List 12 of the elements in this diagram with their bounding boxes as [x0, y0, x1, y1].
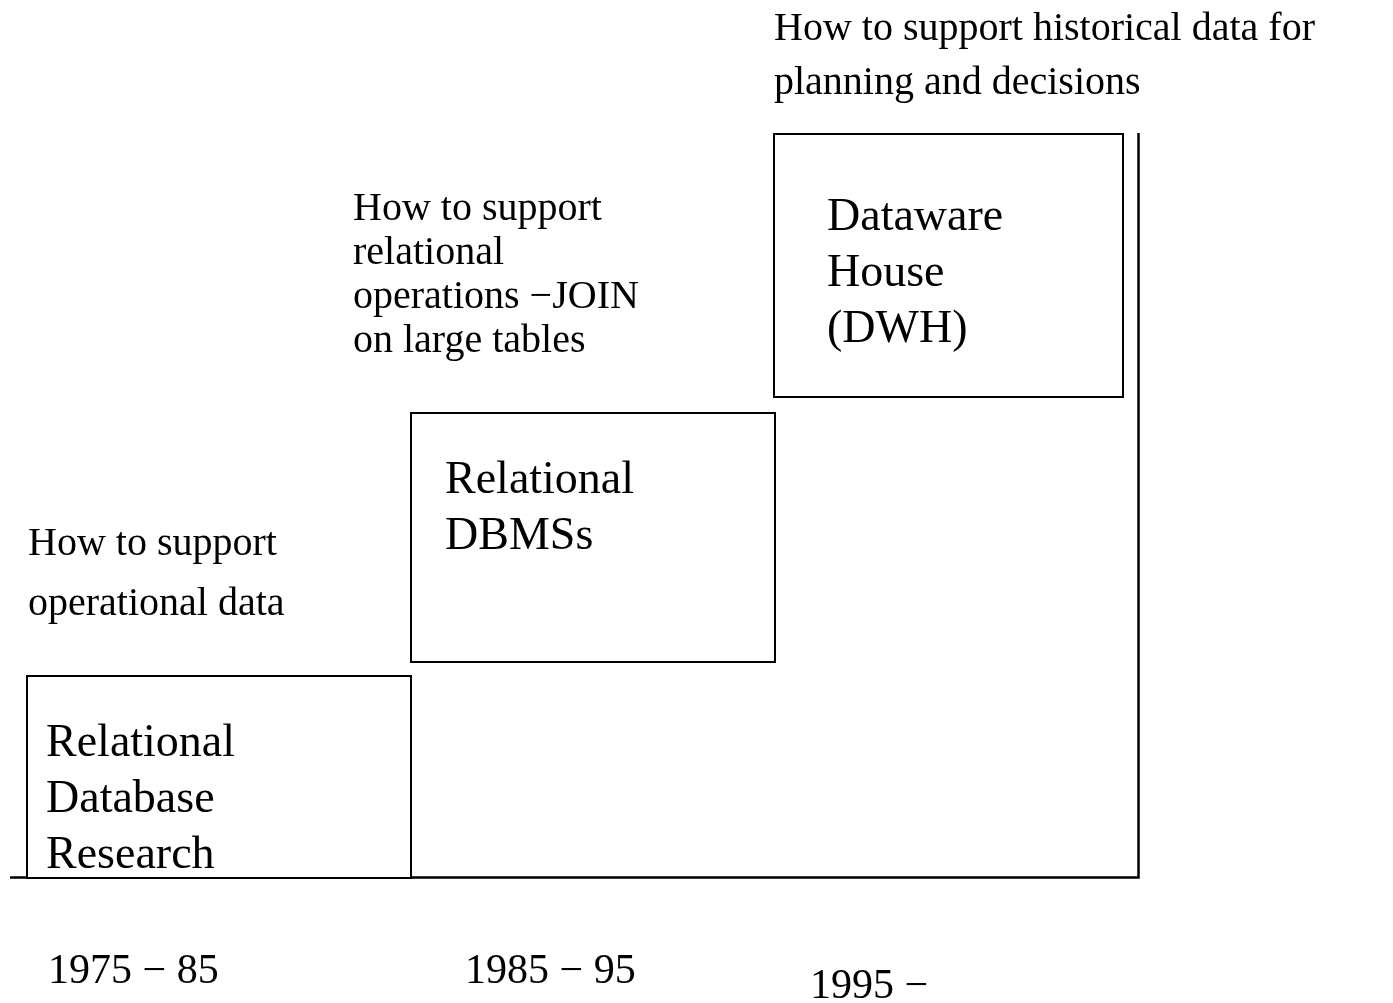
question-text: How to support relational operations −JOIN on large tables [353, 185, 640, 361]
question-text: How to support operational data [28, 518, 286, 626]
era-label: Relational Database Research [46, 714, 237, 880]
year-range-label: 1975 − 85 [48, 945, 219, 993]
year-range-label: 1995 − [810, 960, 929, 1003]
era-label: Dataware House (DWH) [827, 188, 1005, 354]
era-box [410, 412, 776, 663]
year-range-label: 1985 − 95 [465, 945, 636, 993]
question-text: How to support historical data for planning and decisions [774, 3, 1316, 105]
era-box [773, 133, 1124, 398]
era-label: Relational DBMSs [445, 451, 636, 561]
era-box [26, 675, 412, 879]
